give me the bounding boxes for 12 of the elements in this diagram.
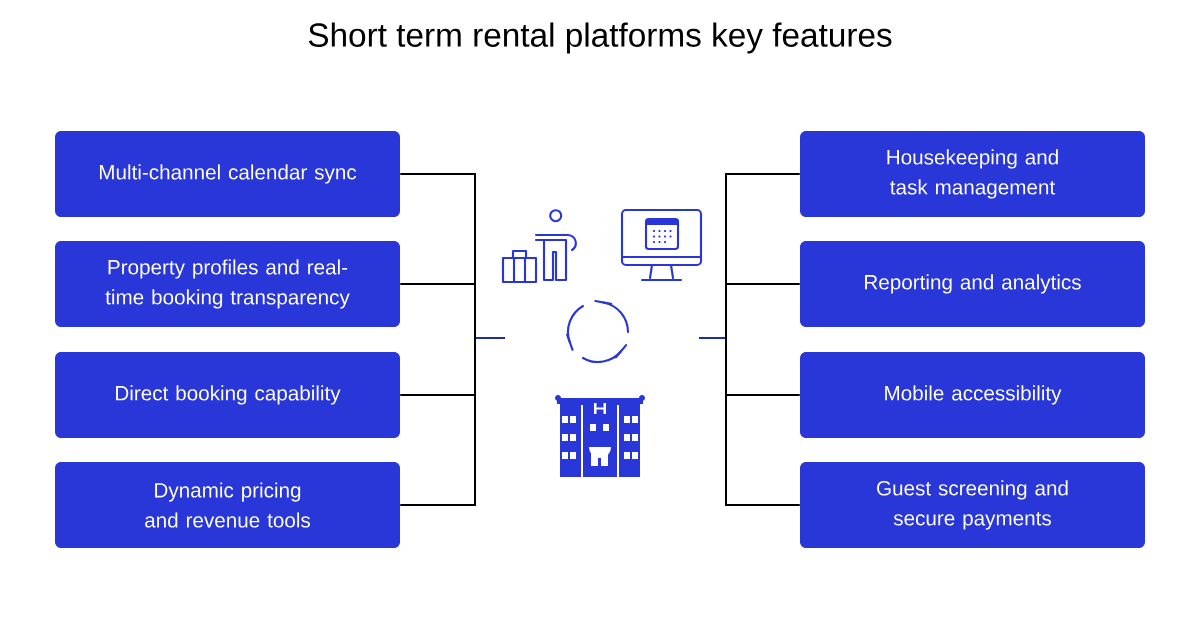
feature-box: Reporting and analytics <box>800 241 1145 327</box>
feature-box: Multi-channel calendar sync <box>55 131 400 217</box>
feature-box: Property profiles and real-time booking transparency <box>55 241 400 327</box>
feature-box: Housekeeping and task management <box>800 131 1145 217</box>
connector-stub <box>475 337 506 339</box>
feature-box: Guest screening and secure payments <box>800 462 1145 548</box>
travel-icons-drawing <box>501 208 703 477</box>
feature-box: Dynamic pricing and revenue tools <box>55 462 400 548</box>
title: Short term rental platforms key features <box>308 22 892 54</box>
connector-stub <box>698 337 726 339</box>
feature-box: Mobile accessibility <box>800 352 1145 438</box>
feature-box: Direct booking capability <box>55 352 400 438</box>
